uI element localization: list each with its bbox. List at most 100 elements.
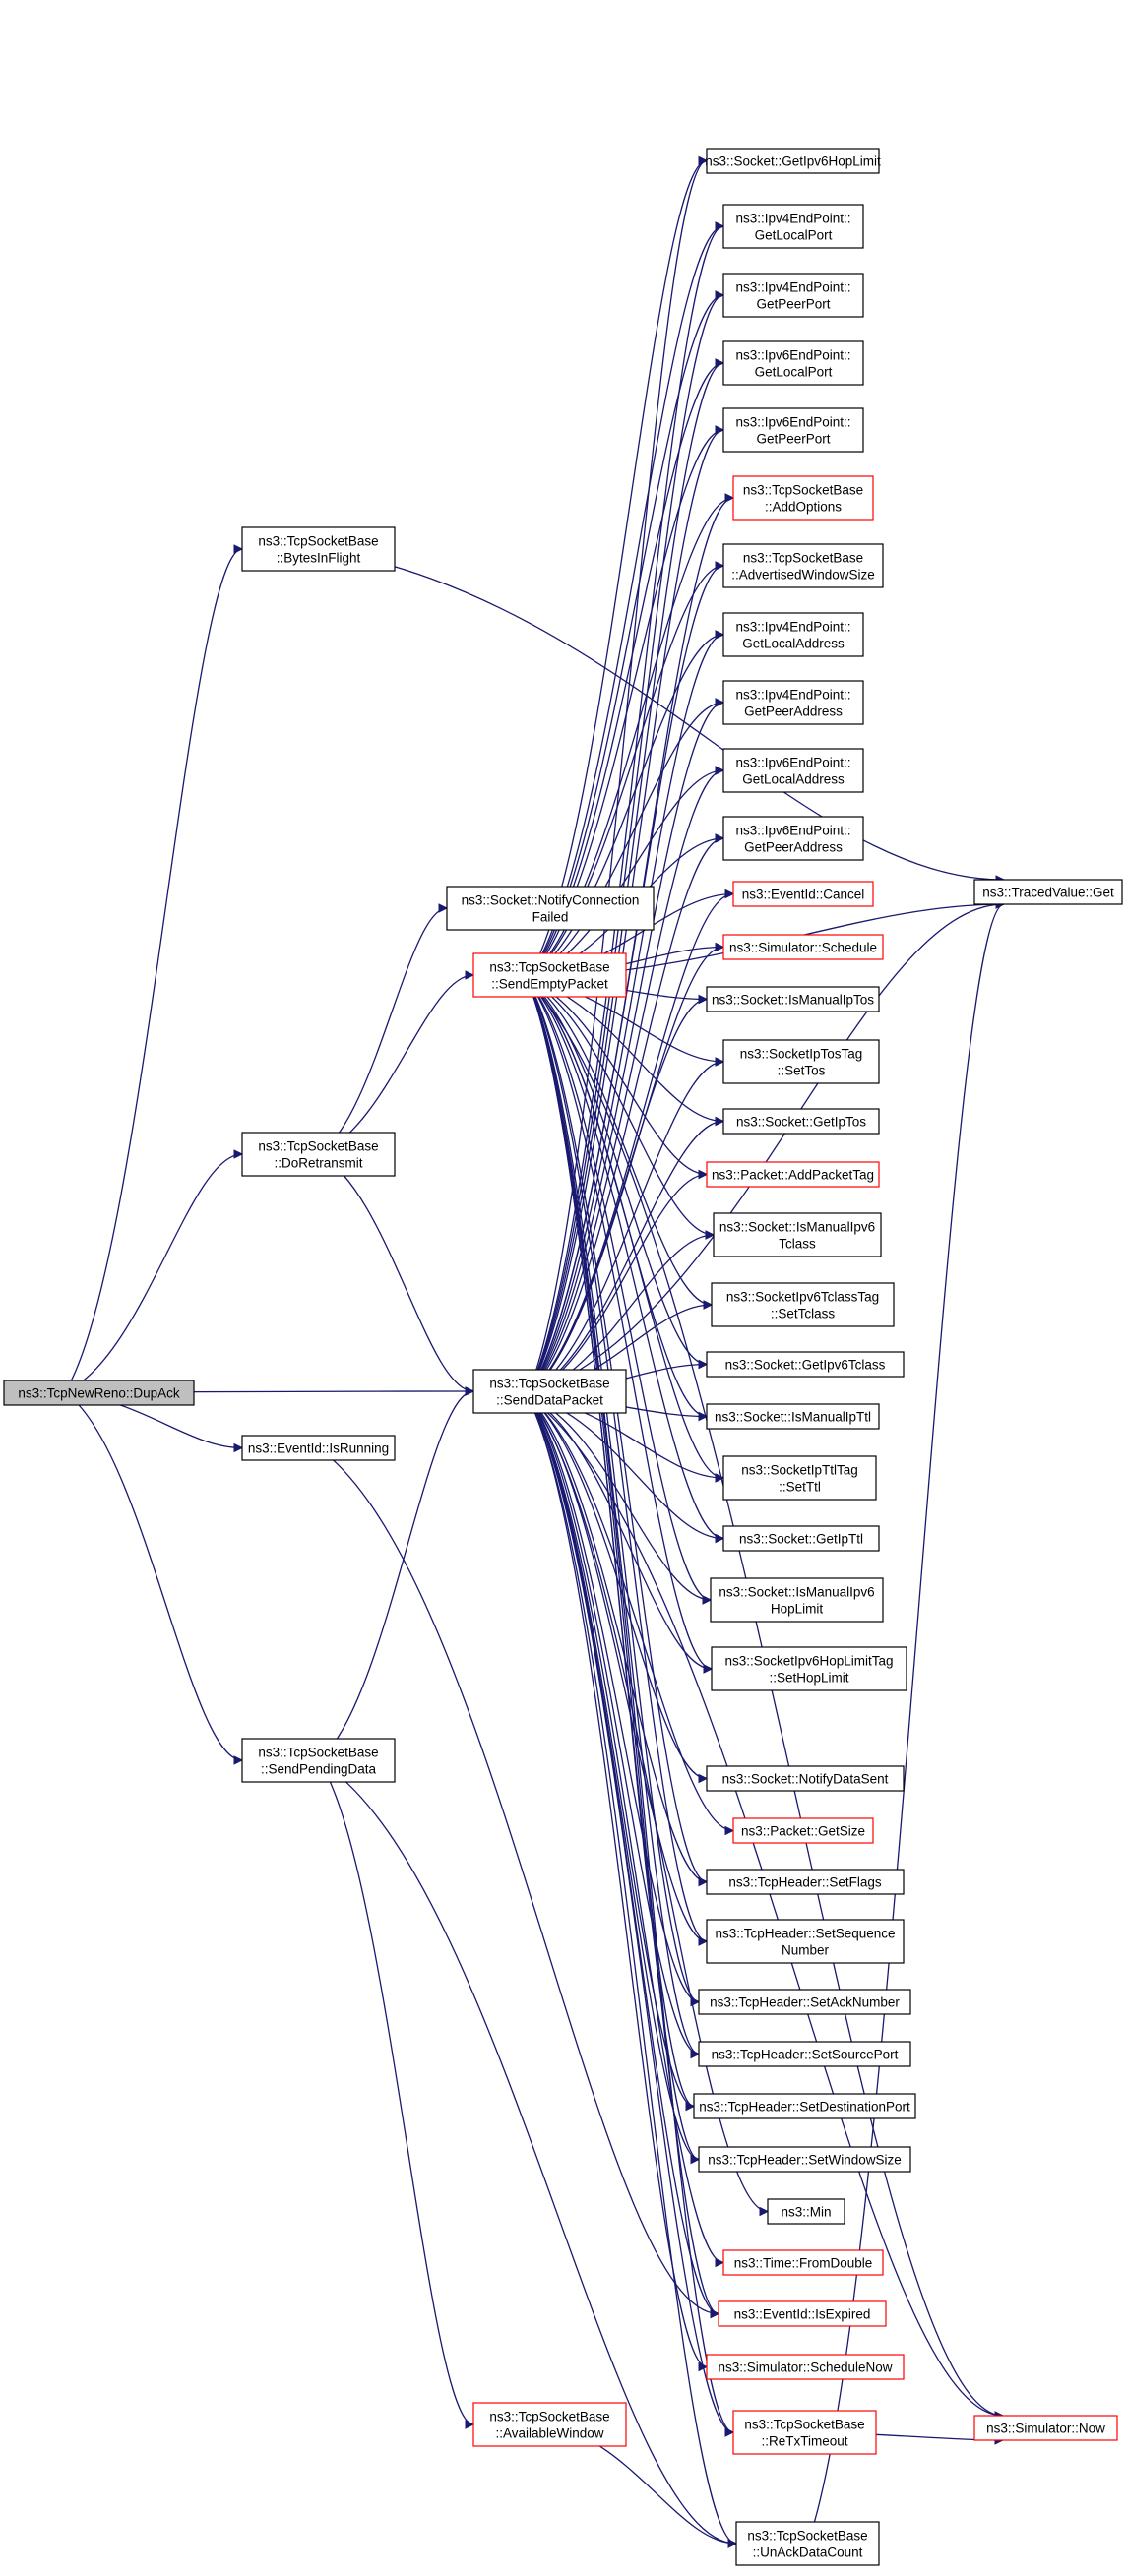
node-i6pa[interactable]: ns3::Ipv6EndPoint::GetPeerAddress xyxy=(722,816,864,861)
node-i4pa[interactable]: ns3::Ipv4EndPoint::GetPeerAddress xyxy=(722,680,864,725)
node-cancel[interactable]: ns3::EventId::Cancel xyxy=(732,881,874,907)
node-i4pp[interactable]: ns3::Ipv4EndPoint::GetPeerPort xyxy=(722,273,864,318)
node-getttl[interactable]: ns3::Socket::GetIpTtl xyxy=(722,1525,880,1552)
node-label: GetPeerPort xyxy=(756,297,830,312)
edge-sdp-to-unack xyxy=(526,1395,738,2548)
edge-line xyxy=(526,978,713,1670)
edge-sdp-to-setsport xyxy=(526,1395,701,2059)
edge-arrowhead xyxy=(465,1386,475,1396)
node-box xyxy=(241,526,396,572)
node-min[interactable]: ns3::Min xyxy=(767,2198,845,2225)
node-settc[interactable]: ns3::SocketIpv6TclassTag::SetTclass xyxy=(711,1282,895,1327)
edge-arrowhead xyxy=(715,1533,725,1544)
node-label: ns3::SocketIpTtlTag xyxy=(741,1463,858,1478)
node-label: ns3::EventId::IsExpired xyxy=(734,2307,871,2322)
edge-arrowhead xyxy=(715,630,725,640)
edge-line xyxy=(318,1759,737,2545)
edge-arrowhead xyxy=(724,2427,735,2437)
edge-line xyxy=(64,548,243,1393)
node-label: ::AddOptions xyxy=(765,500,842,515)
edge-arrowhead xyxy=(724,493,735,503)
node-aw[interactable]: ns3::TcpSocketBase::AvailableWindow xyxy=(472,2402,627,2447)
node-fromd[interactable]: ns3::Time::FromDouble xyxy=(722,2249,884,2276)
node-i6pp[interactable]: ns3::Ipv6EndPoint::GetPeerPort xyxy=(722,407,864,453)
node-i4lp[interactable]: ns3::Ipv4EndPoint::GetLocalPort xyxy=(722,204,864,249)
edge-line xyxy=(526,978,708,1366)
node-doret[interactable]: ns3::TcpSocketBase::DoRetransmit xyxy=(241,1132,396,1177)
edge-line xyxy=(526,837,724,1396)
node-root[interactable]: ns3::TcpNewReno::DupAck xyxy=(3,1380,195,1406)
node-setack[interactable]: ns3::TcpHeader::SetAckNumber xyxy=(698,1989,911,2015)
node-i6lp[interactable]: ns3::Ipv6EndPoint::GetLocalPort xyxy=(722,340,864,386)
node-setdport[interactable]: ns3::TcpHeader::SetDestinationPort xyxy=(693,2093,916,2119)
node-label: ns3::Packet::AddPacketTag xyxy=(712,1168,874,1183)
edge-arrowhead xyxy=(698,1411,709,1422)
node-get6tc[interactable]: ns3::Socket::GetIpv6Tclass xyxy=(706,1351,905,1378)
edge-line xyxy=(527,1394,712,1601)
node-label: ns3::Socket::IsManualIpTtl xyxy=(715,1410,871,1425)
node-box xyxy=(713,1212,882,1257)
node-unack[interactable]: ns3::TcpSocketBase::UnAckDataCount xyxy=(735,2521,880,2566)
edge-line xyxy=(527,978,715,1236)
node-tvget[interactable]: ns3::TracedValue::Get xyxy=(973,879,1123,905)
node-bif[interactable]: ns3::TcpSocketBase::BytesInFlight xyxy=(241,526,396,572)
node-box xyxy=(710,1577,884,1623)
node-schednow[interactable]: ns3::Simulator::ScheduleNow xyxy=(706,2354,905,2380)
edge-line xyxy=(527,1394,713,1670)
node-label: ns3::Socket::GetIpTos xyxy=(736,1115,866,1130)
node-box xyxy=(722,1108,880,1135)
node-label: ::SetHopLimit xyxy=(769,1671,848,1686)
node-sethl[interactable]: ns3::SocketIpv6HopLimitTag::SetHopLimit xyxy=(711,1646,907,1691)
edge-line xyxy=(318,1153,474,1392)
node-setttl[interactable]: ns3::SocketIpTtlTag::SetTtl xyxy=(722,1455,877,1501)
node-box xyxy=(973,879,1123,905)
node-g6hl[interactable]: ns3::Socket::GetIpv6HopLimit xyxy=(705,148,881,174)
node-label: ::SetTos xyxy=(778,1064,826,1078)
node-imttl[interactable]: ns3::Socket::IsManualIpTtl xyxy=(706,1403,880,1430)
node-gettos[interactable]: ns3::Socket::GetIpTos xyxy=(722,1108,880,1135)
node-settos[interactable]: ns3::SocketIpTosTag::SetTos xyxy=(722,1039,880,1084)
edge-sdp-to-fromd xyxy=(526,1395,725,2268)
edge-line xyxy=(526,565,724,1396)
edge-arrowhead xyxy=(233,544,244,554)
edge-root-to-spd xyxy=(64,1391,244,1765)
edge-arrowhead xyxy=(715,1116,725,1127)
edge-arrowhead xyxy=(715,221,725,231)
node-label: ns3::TcpHeader::SetFlags xyxy=(728,1875,882,1890)
node-label: ns3::Ipv4EndPoint:: xyxy=(735,688,850,703)
edge-sdp-to-i4la xyxy=(526,630,725,1396)
node-setwin[interactable]: ns3::TcpHeader::SetWindowSize xyxy=(698,2146,911,2173)
node-spd[interactable]: ns3::TcpSocketBase::SendPendingData xyxy=(241,1738,396,1783)
node-getsize[interactable]: ns3::Packet::GetSize xyxy=(732,1817,874,1844)
node-isexp[interactable]: ns3::EventId::IsExpired xyxy=(718,2300,887,2327)
node-i4la[interactable]: ns3::Ipv4EndPoint::GetLocalAddress xyxy=(722,612,864,657)
edge-sdp-to-setflags xyxy=(526,1394,709,1887)
node-advw[interactable]: ns3::TcpSocketBase::AdvertisedWindowSize xyxy=(722,543,884,588)
node-label: ::SetTtl xyxy=(779,1480,821,1495)
node-imtos[interactable]: ns3::Socket::IsManualIpTos xyxy=(706,986,880,1012)
edge-line xyxy=(526,1061,724,1396)
node-sched[interactable]: ns3::Simulator::Schedule xyxy=(722,934,884,960)
node-addopt[interactable]: ns3::TcpSocketBase::AddOptions xyxy=(732,475,874,521)
node-sep[interactable]: ns3::TcpSocketBase::SendEmptyPacket xyxy=(472,952,627,998)
node-retx[interactable]: ns3::TcpSocketBase::ReTxTimeout xyxy=(732,2410,877,2455)
edge-arrowhead xyxy=(724,889,735,899)
edge-sdp-to-im6hl xyxy=(527,1394,713,1605)
node-label: ns3::TcpSocketBase xyxy=(489,1377,609,1391)
node-now[interactable]: ns3::Simulator::Now xyxy=(973,2415,1118,2441)
node-setflags[interactable]: ns3::TcpHeader::SetFlags xyxy=(706,1869,905,1895)
node-addtag[interactable]: ns3::Packet::AddPacketTag xyxy=(706,1161,880,1188)
node-i6la[interactable]: ns3::Ipv6EndPoint::GetLocalAddress xyxy=(722,748,864,793)
node-setsport[interactable]: ns3::TcpHeader::SetSourcePort xyxy=(698,2041,911,2067)
node-sdp[interactable]: ns3::TcpSocketBase::SendDataPacket xyxy=(472,1369,627,1414)
node-nds[interactable]: ns3::Socket::NotifyDataSent xyxy=(706,1765,905,1792)
edge-arrowhead xyxy=(698,1359,709,1370)
edge-arrowhead xyxy=(233,1755,244,1765)
node-isrun[interactable]: ns3::EventId::IsRunning xyxy=(241,1435,396,1461)
edge-root-to-bif xyxy=(64,544,244,1393)
